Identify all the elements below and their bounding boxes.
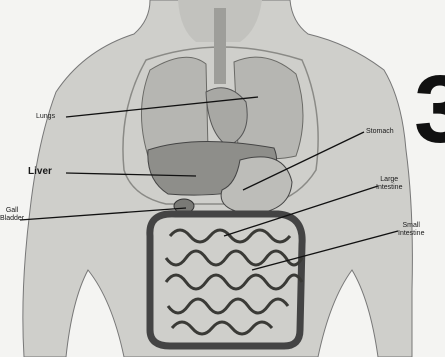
label-small-intestine: Small Intestine	[398, 222, 424, 237]
label-liver: Liver	[28, 166, 52, 177]
label-large-intestine-line1: Large	[376, 176, 402, 184]
label-gall-bladder: Gall Bladder	[0, 207, 24, 222]
label-gall-bladder-line2: Bladder	[0, 215, 24, 223]
label-small-intestine-line1: Small	[398, 222, 424, 230]
label-large-intestine: Large Intestine	[376, 176, 402, 191]
label-gall-bladder-line1: Gall	[0, 207, 24, 215]
trachea-shape	[214, 8, 226, 84]
label-stomach: Stomach	[366, 128, 394, 136]
figure-number: 3	[414, 62, 445, 158]
label-large-intestine-line2: Intestine	[376, 184, 402, 192]
label-lungs: Lungs	[36, 113, 55, 121]
label-small-intestine-line2: Intestine	[398, 230, 424, 238]
